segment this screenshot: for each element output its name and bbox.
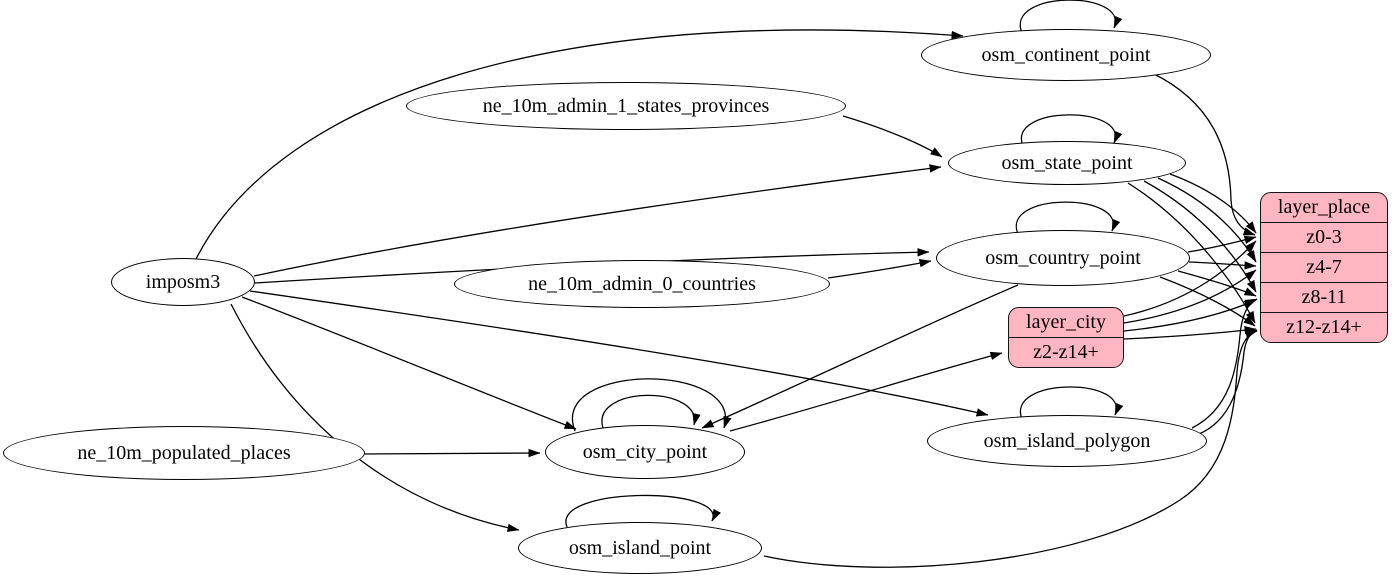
node-osm-island-polygon: osm_island_polygon [927, 415, 1207, 467]
node-ne-10m-admin-0-countries: ne_10m_admin_0_countries [454, 260, 830, 308]
edge-layer_city-layer_place-z8-11 [1123, 299, 1257, 332]
edge-osm_state_point-layer_place-z8-11 [1143, 180, 1257, 293]
record-layer-place-row-z8-11: z8-11 [1261, 282, 1387, 312]
edge-osm_country_point-layer_place-z8-11 [1177, 270, 1257, 297]
node-osm-state-point: osm_state_point [948, 141, 1186, 185]
record-layer-place-row-z12-z14: z12-z14+ [1261, 312, 1387, 342]
node-osm-island-point: osm_island_point [518, 522, 762, 574]
self-loop-osm_island_polygon [1019, 386, 1124, 420]
edge-ne_10m_populated_places-osm_city_point [364, 448, 541, 458]
self-loop-osm_island_point [565, 494, 721, 528]
node-imposm3: imposm3 [111, 258, 255, 306]
node-osm-island-polygon-label: osm_island_polygon [983, 429, 1151, 452]
node-ne-10m-admin-1-states-provinces-label: ne_10m_admin_1_states_provinces [482, 94, 770, 117]
edge-layer_city-layer_place-z12-z14 [1123, 326, 1257, 340]
edge-ne_10m_admin_0_countries-osm_country_point [827, 259, 932, 279]
self-loop-osm_city_point-outer [571, 378, 732, 432]
edge-imposm3-osm_island_point [230, 303, 520, 532]
edge-imposm3-osm_continent_point [195, 29, 964, 260]
edge-osm_continent_point-layer_place-z0-3 [1151, 72, 1256, 236]
edge-osm_city_point-layer_city-z2-z14 [729, 351, 1003, 432]
node-osm-country-point: osm_country_point [936, 230, 1190, 286]
node-ne-10m-admin-0-countries-label: ne_10m_admin_0_countries [528, 272, 756, 295]
edge-osm_island_point-layer_place-z12-z14 [763, 329, 1258, 568]
node-osm-city-point-label: osm_city_point [582, 440, 708, 463]
edge-osm_island_polygon-layer_place-z8-11 [1191, 298, 1258, 429]
edge-imposm3-osm_island_polygon [249, 290, 989, 417]
record-layer-place-title: layer_place [1277, 196, 1371, 218]
edge-imposm3-osm_city_point [241, 296, 577, 430]
self-loop-osm_country_point [1015, 201, 1121, 235]
edge-osm_state_point-layer_place-z12-z14 [1127, 182, 1256, 324]
edge-osm_state_point-layer_place-z0-3 [1169, 173, 1257, 234]
self-loop-osm_state_point [1020, 114, 1123, 147]
edge-osm_state_point-layer_place-z4-7 [1157, 177, 1257, 263]
record-layer-city-title: layer_city [1026, 311, 1106, 333]
node-osm-continent-point-label: osm_continent_point [981, 43, 1151, 66]
record-layer-place-row-z4-7: z4-7 [1261, 252, 1387, 282]
node-ne-10m-admin-1-states-provinces: ne_10m_admin_1_states_provinces [406, 82, 846, 130]
edge-osm_country_point-osm_city_point [701, 284, 1019, 429]
self-loop-osm_city_point-inner [601, 394, 701, 429]
record-layer-place: layer_place z0-3 z4-7 z8-11 z12-z14+ [1260, 192, 1388, 343]
edge-osm_island_polygon-layer_place-z12-z14 [1198, 329, 1258, 435]
node-osm-continent-point: osm_continent_point [921, 29, 1211, 81]
edge-osm_country_point-layer_place-z4-7 [1188, 261, 1257, 270]
node-osm-country-point-label: osm_country_point [985, 246, 1141, 269]
node-ne-10m-populated-places: ne_10m_populated_places [3, 426, 365, 480]
node-imposm3-label: imposm3 [145, 270, 221, 293]
self-loop-osm_continent_point [1019, 0, 1123, 34]
edge-ne_10m_admin_1_states_provinces-osm_state_point [842, 115, 943, 158]
node-osm-city-point: osm_city_point [545, 425, 745, 479]
edge-osm_country_point-layer_place-z12-z14 [1159, 276, 1256, 327]
record-layer-city: layer_city z2-z14+ [1008, 307, 1124, 368]
record-layer-city-row-z2-z14: z2-z14+ [1009, 337, 1123, 367]
node-osm-state-point-label: osm_state_point [1001, 151, 1133, 174]
edge-osm_country_point-layer_place-z0-3 [1187, 235, 1257, 253]
edge-imposm3-osm_state_point [253, 164, 942, 277]
record-layer-place-row-z0-3: z0-3 [1261, 222, 1387, 252]
node-osm-island-point-label: osm_island_point [568, 536, 712, 559]
node-ne-10m-populated-places-label: ne_10m_populated_places [77, 441, 291, 464]
